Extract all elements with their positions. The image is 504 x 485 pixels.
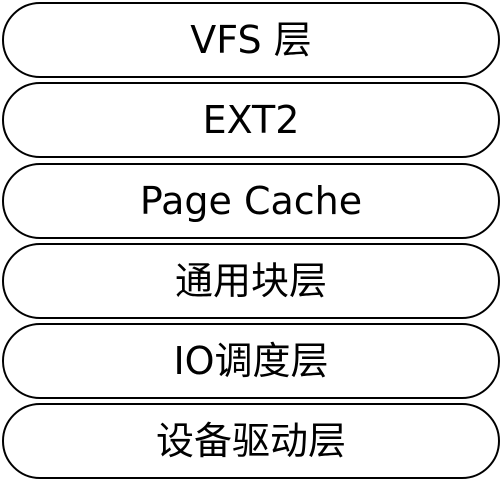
layer-page-cache: Page Cache [2, 163, 500, 239]
layer-vfs: VFS 层 [2, 2, 500, 78]
layer-label-generic-block: 通用块层 [174, 259, 327, 303]
layer-device-driver: 设备驱动层 [2, 403, 500, 479]
layer-label-io-scheduler: IO调度层 [173, 339, 329, 383]
layer-generic-block: 通用块层 [2, 243, 500, 319]
layer-io-scheduler: IO调度层 [2, 323, 500, 399]
layer-label-device-driver: 设备驱动层 [155, 419, 346, 463]
layer-ext2: EXT2 [2, 82, 500, 158]
layer-label-page-cache: Page Cache [139, 179, 363, 223]
layer-label-ext2: EXT2 [202, 98, 300, 142]
layer-label-vfs: VFS 层 [190, 18, 312, 62]
